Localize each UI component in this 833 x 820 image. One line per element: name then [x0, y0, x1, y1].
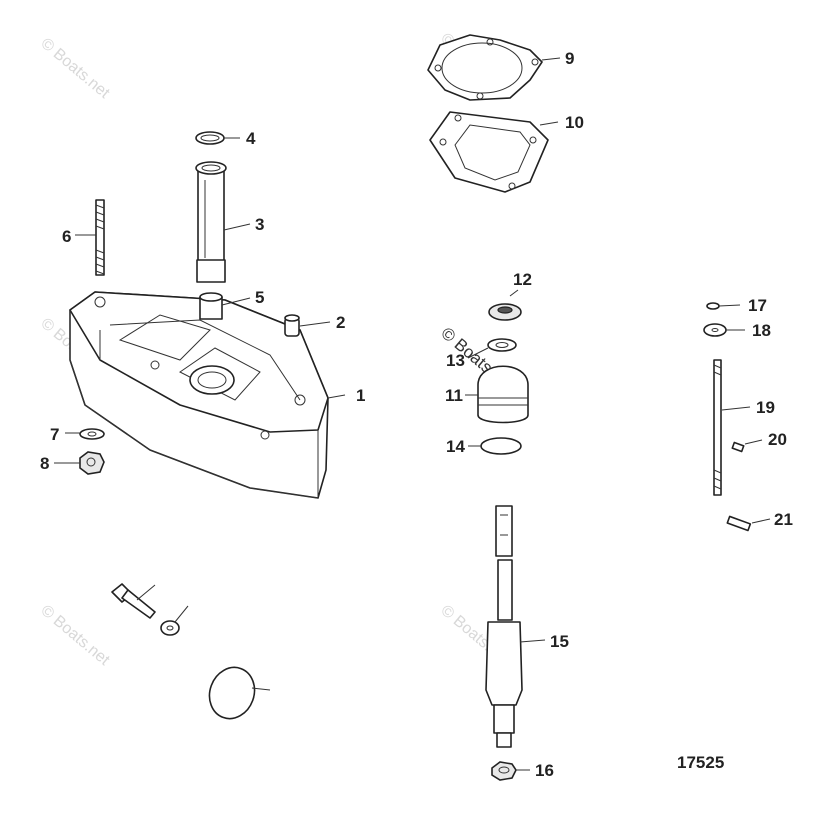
- callout-17: 17: [748, 296, 767, 315]
- part-14-oring: [480, 437, 522, 455]
- part-9-gasket: [427, 34, 543, 101]
- part-10-plate-gasket: [429, 111, 549, 193]
- callout-1: 1: [356, 386, 365, 405]
- part-15-shaft: [485, 505, 523, 748]
- leader-lines: [54, 57, 771, 771]
- callout-16: 16: [535, 761, 554, 780]
- part-1-housing: [69, 291, 329, 499]
- part-7-washer: [79, 428, 105, 440]
- callout-18: 18: [752, 321, 771, 340]
- callout-5: 5: [255, 288, 264, 307]
- washer-part: [160, 620, 180, 636]
- part-11-housing: [477, 365, 529, 424]
- watermark-1: © Boats.net: [37, 35, 113, 102]
- part-13-seal: [487, 338, 517, 352]
- part-19-rod: [713, 359, 722, 496]
- part-18-washer: [703, 323, 727, 337]
- part-2-pin: [284, 314, 300, 337]
- callout-19: 19: [756, 398, 775, 417]
- callout-15: 15: [550, 632, 569, 651]
- part-3-tube: [195, 161, 227, 283]
- callout-4: 4: [246, 129, 256, 148]
- callout-6: 6: [62, 227, 71, 246]
- callout-9: 9: [565, 49, 574, 68]
- part-8-nut: [79, 451, 105, 475]
- part-20-clip: [731, 441, 745, 453]
- part-4-oring: [195, 131, 225, 145]
- part-17-ring: [706, 302, 720, 310]
- part-21-pin: [726, 515, 752, 532]
- callout-13: 13: [446, 351, 465, 370]
- callout-8: 8: [40, 454, 49, 473]
- part-12-bearing: [488, 303, 522, 321]
- part-6-stud: [95, 199, 105, 276]
- callout-11: 11: [445, 386, 463, 405]
- figure-number: 17525: [677, 753, 724, 772]
- large-oring-part: [208, 666, 256, 720]
- callout-14: 14: [446, 437, 465, 456]
- callout-21: 21: [774, 510, 793, 529]
- callout-7: 7: [50, 425, 59, 444]
- watermark-3: © Boats.net: [37, 602, 113, 669]
- callout-3: 3: [255, 215, 264, 234]
- callouts: 1 2 3 4 5 6 7 8 9 10 11 12 13 14 15 16 1…: [40, 49, 793, 780]
- part-5-bushing: [199, 292, 223, 320]
- callout-10: 10: [565, 113, 584, 132]
- callout-20: 20: [768, 430, 787, 449]
- part-16-nut: [491, 761, 517, 781]
- callout-12: 12: [513, 270, 532, 289]
- callout-2: 2: [336, 313, 345, 332]
- bolt-part: [111, 583, 156, 619]
